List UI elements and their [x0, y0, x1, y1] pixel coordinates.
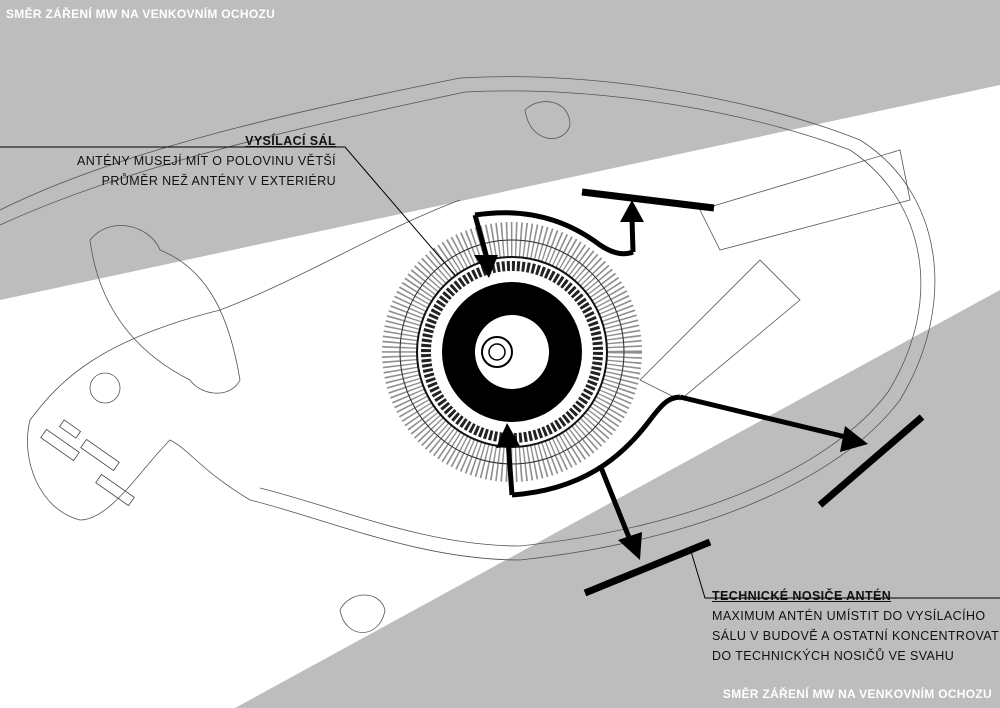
masts-note-line: MAXIMUM ANTÉN UMÍSTIT DO VYSÍLACÍHO [712, 609, 986, 623]
masts-note: TECHNICKÉ NOSIČE ANTÉN MAXIMUM ANTÉN UMÍ… [712, 586, 999, 666]
hall-note: VYSÍLACÍ SÁL ANTÉNY MUSEJÍ MÍT O POLOVIN… [77, 131, 336, 191]
hall-note-title: VYSÍLACÍ SÁL [245, 134, 336, 148]
direction-label-bottom: SMĚR ZÁŘENÍ MW NA VENKOVNÍM OCHOZU [722, 687, 992, 701]
terrain-outlines [0, 76, 936, 633]
direction-arrows [472, 200, 868, 560]
direction-label-top: SMĚR ZÁŘENÍ MW NA VENKOVNÍM OCHOZU [6, 7, 276, 21]
parking-blocks [40, 419, 135, 507]
masts-note-title: TECHNICKÉ NOSIČE ANTÉN [712, 589, 892, 603]
building-outline [474, 210, 681, 498]
leader-lines [0, 146, 1000, 599]
hall-note-line: ANTÉNY MUSEJÍ MÍT O POLOVINU VĚTŠÍ [76, 154, 336, 168]
antenna-masts [581, 188, 925, 597]
masts-note-line: SÁLU V BUDOVĚ A OSTATNÍ KONCENTROVAT [712, 629, 1000, 643]
masts-note-line: DO TECHNICKÝCH NOSIČŮ VE SVAHU [712, 649, 955, 663]
broadcast-hall-plan [382, 222, 642, 482]
hall-note-line: PRŮMĚR NEŽ ANTÉNY V EXTERIÉRU [101, 174, 336, 188]
